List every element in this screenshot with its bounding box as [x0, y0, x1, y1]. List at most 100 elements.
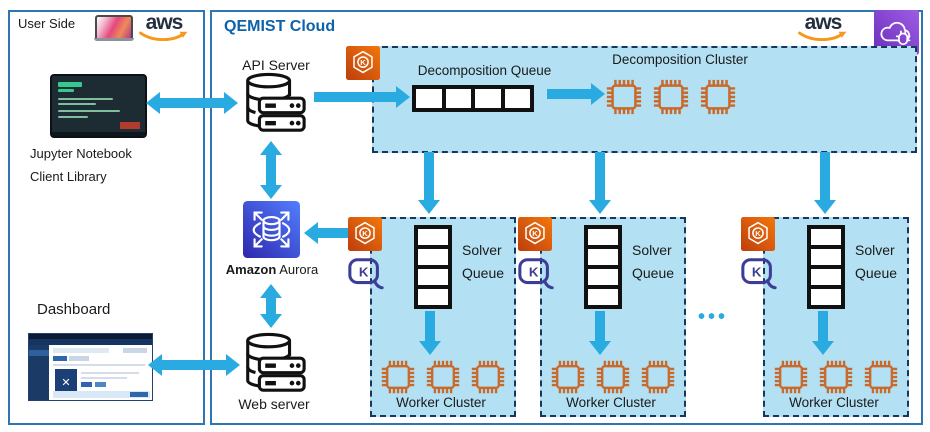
terminal-text-line	[58, 98, 113, 100]
dashboard-label: Dashboard	[37, 301, 111, 318]
queue-cell	[588, 229, 618, 245]
worker-cluster-label: Worker Cluster	[789, 395, 879, 410]
decomposition-cluster-label: Decomposition Cluster	[612, 52, 748, 67]
queue-cell	[418, 289, 448, 305]
user-side-title: User Side	[18, 16, 76, 31]
arrow-aurora-web-bidirectional	[260, 284, 282, 328]
api-server-label: API Server	[242, 57, 310, 73]
solver-queue	[584, 225, 622, 309]
user-side-panel: User Side aws Jupyter Notebook Client Li…	[8, 10, 205, 425]
chip-icon	[652, 78, 690, 116]
dashboard-footer-button	[130, 392, 148, 397]
dashboard-button	[95, 382, 106, 387]
aws-logo-user: aws	[138, 11, 190, 43]
chip-icon	[595, 359, 631, 395]
aws-smile-icon	[139, 31, 188, 41]
dashboard-header-band	[53, 348, 109, 353]
queue-cell	[475, 89, 501, 108]
queue-cell	[445, 89, 471, 108]
eks-icon	[346, 46, 380, 80]
arrow-api-to-decomposition	[314, 86, 410, 108]
jupyter-notebook-label: Jupyter Notebook	[30, 146, 132, 161]
queue-cell	[504, 89, 530, 108]
aws-smile-icon	[798, 31, 847, 41]
arrow-decomposition-to-solver3	[814, 152, 836, 214]
macbook-screen	[95, 15, 133, 38]
chip-icon	[818, 359, 854, 395]
dashboard-molecule-viz: ✕	[55, 369, 77, 395]
dashboard-button	[81, 382, 92, 387]
worker-cluster-label: Worker Cluster	[566, 395, 656, 410]
dashboard-navbar	[29, 339, 152, 345]
arrow-decomposition-to-solver2	[589, 152, 611, 214]
keda-icon	[516, 255, 556, 293]
arrow-decomposition-to-solver1	[418, 152, 440, 214]
arrow-queue-to-workers	[812, 311, 834, 355]
chip-icon	[605, 78, 643, 116]
eks-icon	[518, 217, 552, 251]
queue-cell	[418, 229, 448, 245]
decomposition-queue-label: Decomposition Queue	[417, 63, 552, 78]
arrow-api-aurora-bidirectional	[260, 141, 282, 199]
keda-icon	[739, 255, 779, 293]
web-server-label: Web server	[238, 396, 310, 412]
dashboard-titlebar	[29, 334, 152, 339]
terminal-text-line	[58, 110, 120, 112]
aws-logo-cloud: aws	[797, 11, 849, 43]
chip-icon	[550, 359, 586, 395]
terminal-ascii-art	[58, 89, 74, 92]
terminal-text-line	[58, 116, 88, 118]
queue-cell	[588, 289, 618, 305]
dashboard-header-buttons	[123, 348, 147, 353]
dashboard-tab	[69, 356, 89, 361]
qemist-cloud-title: QEMIST Cloud	[224, 18, 336, 35]
arrow-solver-to-aurora	[304, 222, 350, 244]
dashboard-screenshot: ✕	[28, 333, 153, 401]
solver-queue-label: Solver Queue	[462, 242, 505, 281]
solver-box-2: Solver Queue Worker Cluster	[540, 217, 686, 417]
chip-icon	[863, 359, 899, 395]
ellipsis-more-clusters: •••	[698, 306, 729, 328]
chip-icon	[470, 359, 506, 395]
terminal-status-bar	[52, 132, 145, 136]
queue-cell	[588, 269, 618, 285]
api-server-icon	[238, 70, 308, 136]
dashboard-footer-band	[53, 391, 150, 398]
eks-icon	[348, 217, 382, 251]
macbook-icon	[94, 15, 134, 41]
amazon-aurora-label: Amazon Aurora	[225, 262, 319, 277]
jupyter-terminal-screenshot	[50, 74, 147, 138]
queue-cell	[418, 269, 448, 285]
dashboard-text-line	[81, 372, 139, 374]
solver-queue	[807, 225, 845, 309]
queue-cell	[811, 229, 841, 245]
queue-cell	[416, 89, 442, 108]
queue-cell	[811, 249, 841, 265]
solver-queue-label: Solver Queue	[632, 242, 675, 281]
queue-cell	[811, 269, 841, 285]
dashboard-text-line	[53, 364, 145, 366]
chip-icon	[380, 359, 416, 395]
aws-logo-text: aws	[804, 11, 843, 34]
worker-cluster-label: Worker Cluster	[396, 395, 486, 410]
chip-icon	[773, 359, 809, 395]
terminal-text-line	[58, 103, 96, 105]
client-library-label: Client Library	[30, 169, 107, 184]
arrow-queue-to-cluster	[547, 83, 605, 105]
solver-queue	[414, 225, 452, 309]
arrow-jupyter-api-bidirectional	[146, 92, 238, 114]
queue-cell	[588, 249, 618, 265]
queue-cell	[418, 249, 448, 265]
solver-queue-label: Solver Queue	[855, 242, 898, 281]
terminal-ascii-art	[58, 82, 82, 87]
terminal-highlight-block	[120, 122, 140, 129]
arrow-dashboard-web-bidirectional	[148, 354, 240, 376]
dashboard-text-line	[81, 377, 127, 379]
aws-logo-text: aws	[145, 11, 184, 34]
queue-cell	[811, 289, 841, 305]
solver-box-1: Solver Queue Worker Cluster	[370, 217, 516, 417]
dashboard-sidebar-item	[29, 350, 49, 356]
web-server-icon	[238, 330, 308, 396]
eks-icon	[741, 217, 775, 251]
